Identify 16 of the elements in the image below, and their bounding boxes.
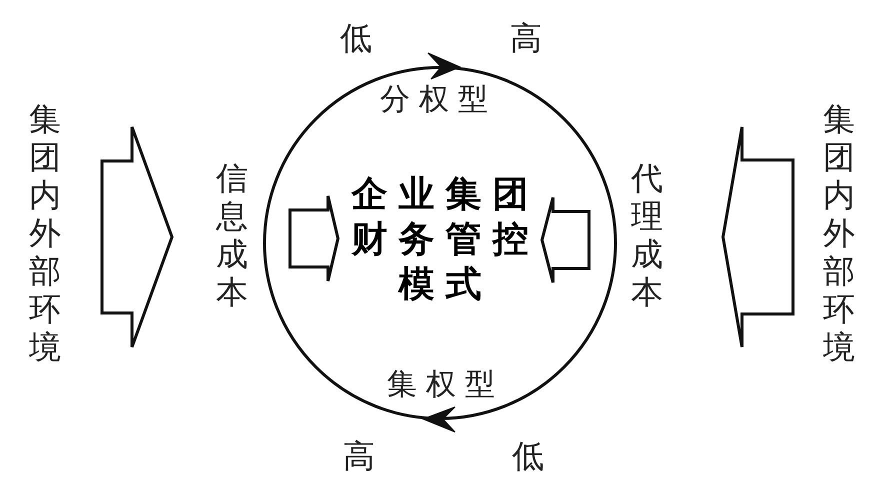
end-label: 高 [510, 20, 542, 56]
end-label: 低 [512, 438, 544, 474]
block-arrow [721, 126, 794, 348]
cycle-circle [263, 66, 617, 420]
vertical-text-label: 集团内外部环境 [822, 100, 856, 366]
vertical-text-label: 代理成本 [630, 159, 664, 311]
arc-label: 分权型 [380, 83, 497, 117]
arc-label: 集权型 [387, 368, 504, 402]
center-title: 企业集团财务管控模式 [340, 172, 540, 307]
block-arrow [540, 196, 590, 284]
block-arrow [288, 194, 340, 282]
end-label: 高 [343, 438, 375, 474]
vertical-text-label: 信息成本 [215, 159, 249, 311]
end-label: 低 [340, 20, 372, 56]
vertical-text-label: 集团内外部环境 [28, 100, 62, 366]
block-arrow [100, 126, 174, 348]
